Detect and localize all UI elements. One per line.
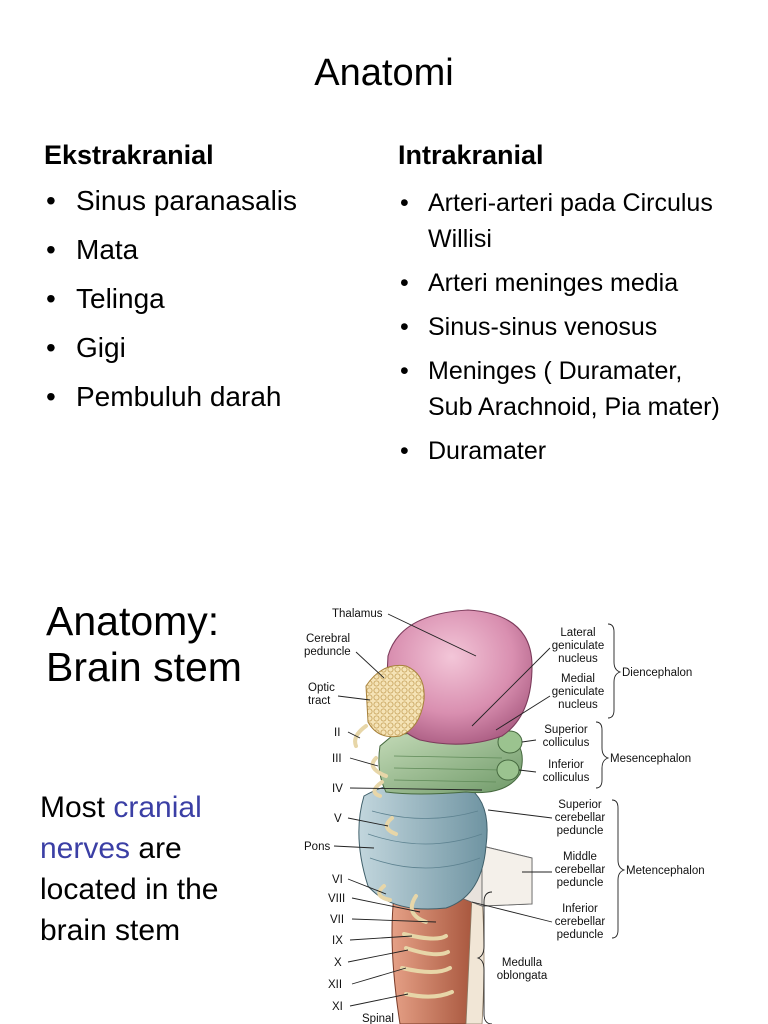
- metencephalon-bracket: [611, 799, 626, 939]
- mesencephalon-bracket: [595, 721, 610, 789]
- note-line3: located in the: [40, 873, 219, 906]
- label-lgn-3: nucleus: [558, 653, 598, 665]
- list-item: •Arteri-arteri pada Circulus Willisi: [400, 189, 713, 253]
- label-mgn-2: geniculate: [552, 686, 604, 698]
- cranial-nerves-note: Most cranial nerves are located in the b…: [40, 787, 218, 951]
- label-medulla-oblongata: Medulla: [502, 957, 543, 969]
- label-superior-colliculus-2: colliculus: [543, 737, 590, 749]
- inferior-colliculus-shape: [496, 759, 520, 781]
- midbrain-fibers: [393, 755, 503, 783]
- label-superior-cerebellar-peduncle-3: peduncle: [557, 825, 604, 837]
- label-lgn: Lateral: [560, 627, 595, 639]
- list-item: •Meninges ( Duramater, Sub Arachnoid, Pi…: [400, 357, 720, 421]
- label-middle-cerebellar-peduncle: Middle: [563, 851, 597, 863]
- pons-fibers: [367, 810, 483, 869]
- label-nerve-VII: VII: [330, 914, 344, 926]
- list-item: •Arteri meninges media: [400, 269, 679, 297]
- brain-stem-figure: Thalamus Cerebral peduncle Optic tract I…: [304, 608, 705, 1024]
- label-cerebral-peduncle: Cerebral: [306, 633, 350, 645]
- anatomy-heading-line1: Anatomy:: [46, 598, 220, 644]
- label-diencephalon: Diencephalon: [622, 667, 692, 679]
- label-nerve-III: III: [332, 753, 342, 765]
- label-superior-cerebellar-peduncle: Superior: [558, 799, 602, 811]
- label-nerve-II: II: [334, 727, 340, 739]
- slide-title: Anatomi: [314, 52, 454, 94]
- highlight-cranial: cranial: [113, 791, 202, 824]
- note-line1: Most cranial: [40, 791, 202, 824]
- ekstrakranial-heading: Ekstrakranial: [44, 140, 214, 170]
- list-item: •Pembuluh darah: [46, 381, 282, 412]
- highlight-nerves: nerves: [40, 832, 131, 865]
- ekstrakranial-list: •Sinus paranasalis •Mata •Telinga •Gigi …: [44, 185, 374, 413]
- diencephalon-bracket: [607, 623, 622, 719]
- label-lgn-2: geniculate: [552, 640, 604, 652]
- list-item: •Sinus-sinus venosus: [400, 313, 658, 341]
- label-inferior-cerebellar-peduncle-2: cerebellar: [555, 916, 606, 928]
- label-superior-cerebellar-peduncle-2: cerebellar: [555, 812, 606, 824]
- label-metencephalon: Metencephalon: [626, 865, 705, 877]
- note-line2: nerves are: [40, 832, 182, 865]
- label-nerve-IX: IX: [332, 935, 343, 947]
- list-item: •Mata: [46, 234, 139, 265]
- cerebellar-cut-face: [481, 845, 533, 907]
- label-inferior-cerebellar-peduncle: Inferior: [562, 903, 598, 915]
- label-cerebral-peduncle-2: peduncle: [304, 646, 351, 658]
- label-nerve-X: X: [334, 957, 342, 969]
- medulla-shape: [391, 895, 473, 1024]
- list-item: •Telinga: [46, 283, 165, 314]
- label-superior-colliculus: Superior: [544, 724, 588, 736]
- label-middle-cerebellar-peduncle-2: cerebellar: [555, 864, 606, 876]
- label-nerve-XI: XI: [332, 1001, 343, 1013]
- label-pons: Pons: [304, 841, 330, 853]
- intrakranial-list: •Arteri-arteri pada Circulus Willisi •Ar…: [398, 185, 728, 469]
- ekstrakranial-column: Ekstrakranial •Sinus paranasalis •Mata •…: [44, 140, 374, 430]
- label-mesencephalon: Mesencephalon: [610, 753, 691, 765]
- label-optic-tract: Optic: [308, 682, 335, 694]
- label-nerve-V: V: [334, 813, 342, 825]
- label-thalamus: Thalamus: [332, 608, 383, 620]
- anatomy-heading-line2: Brain stem: [46, 644, 242, 690]
- list-item: •Duramater: [400, 437, 547, 465]
- list-item: •Gigi: [46, 332, 126, 363]
- label-nerve-VI: VI: [332, 874, 343, 886]
- intrakranial-column: Intrakranial •Arteri-arteri pada Circulu…: [398, 140, 728, 477]
- note-line4: brain stem: [40, 914, 181, 947]
- label-mgn-3: nucleus: [558, 699, 598, 711]
- thalamus-shape: [385, 609, 533, 745]
- label-mgn: Medial: [561, 673, 595, 685]
- optic-tract-shape: [365, 664, 425, 738]
- label-inferior-colliculus-2: colliculus: [543, 772, 590, 784]
- anatomy-heading: Anatomy: Brain stem: [46, 598, 242, 690]
- label-inferior-colliculus: Inferior: [548, 759, 584, 771]
- label-middle-cerebellar-peduncle-3: peduncle: [557, 877, 604, 889]
- label-nerve-IV: IV: [332, 783, 343, 795]
- label-medulla-oblongata-2: oblongata: [497, 970, 548, 982]
- label-spinal: Spinal: [362, 1013, 394, 1024]
- label-inferior-cerebellar-peduncle-3: peduncle: [557, 929, 604, 941]
- list-item: •Sinus paranasalis: [46, 185, 298, 216]
- label-nerve-VIII: VIII: [328, 893, 345, 905]
- intrakranial-heading: Intrakranial: [398, 140, 544, 170]
- label-optic-tract-2: tract: [308, 695, 331, 707]
- label-nerve-XII: XII: [328, 979, 342, 991]
